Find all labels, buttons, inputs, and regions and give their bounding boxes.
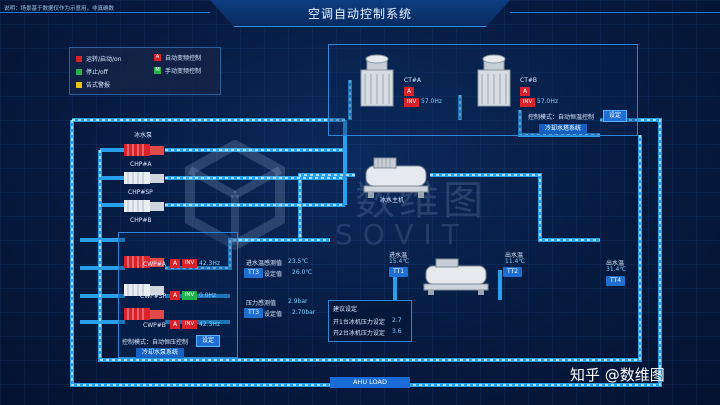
cwp-a-mode-tag[interactable]: A [170, 259, 180, 268]
ahu-load-button[interactable]: AHU LOAD [330, 377, 410, 388]
ct-a-label: CT#A [404, 77, 421, 84]
cwp-a-label: CWP#A [143, 261, 166, 268]
supply-temp-label: 进水温感测值 [246, 260, 283, 267]
pipe-chp-feeds [100, 148, 125, 207]
ct-a-frequency: 57.0Hz [421, 98, 443, 105]
cooling-tower-b-icon[interactable] [472, 52, 516, 108]
page-title: 空调自动控制系统 [307, 7, 412, 21]
legend-item-auto: A 自动变频控制 [154, 53, 201, 62]
outlet2-temp-label: 出水温 [606, 260, 625, 267]
legend-item-run: 运转/启动/on [76, 54, 122, 63]
header-note: 说明：场景基于数据仅作为示意用，非真确数 [4, 6, 115, 12]
cwp-b-mode-tag[interactable]: A [170, 320, 180, 329]
chp-title: 冰水泵 [134, 132, 153, 139]
ct-a-mode-tag[interactable]: A [404, 87, 414, 96]
legend-item-stop: 停止/off [76, 67, 108, 76]
legend-panel: 运转/启动/on 停止/off 告式警报 A 自动变频控制 M 手动变频控制 [69, 47, 221, 95]
pressure-row2-label: 开2台冰机压力设定 [333, 330, 385, 337]
cwp-settings-button[interactable]: 设定 [196, 335, 221, 347]
ct-b-mode-tag[interactable]: A [520, 87, 530, 96]
supply-temp-set-label: 设定值 [264, 271, 283, 278]
legend-swatch-green [76, 68, 82, 75]
chp-a-pump-icon[interactable] [124, 142, 168, 158]
chiller-secondary-icon[interactable] [420, 258, 494, 296]
legend-swatch-yellow [76, 81, 82, 88]
zhihu-watermark: 知乎 @数维图 [570, 366, 665, 384]
watermark-logo [185, 139, 285, 251]
pressure-value: 2.9bar [288, 298, 308, 305]
pressure-settings-title: 建议设定 [333, 306, 358, 313]
ct-b-inv-tag[interactable]: INV [520, 98, 535, 107]
chiller-main-icon[interactable] [360, 156, 434, 200]
ct-system-title: 冷却水塔系统 [539, 124, 588, 134]
ct-a-inv-tag[interactable]: INV [404, 98, 419, 107]
pt-badge[interactable]: TT3 [244, 308, 264, 318]
cwp-a-pump-icon[interactable] [124, 254, 168, 270]
cwp-sp-pump-icon[interactable] [124, 282, 168, 298]
pressure-set-label: 设定值 [264, 311, 283, 318]
legend-label: 运转/启动/on [86, 56, 122, 63]
pipe-cwp-feeds [80, 238, 125, 324]
header-line-left [0, 12, 210, 13]
chp-b-label: CHP#B [130, 217, 152, 224]
chp-b-pump-icon[interactable] [124, 198, 168, 214]
outlet2-temp-value: 31.4℃ [606, 266, 627, 273]
tt2-badge[interactable]: TT2 [503, 267, 523, 277]
legend-item-alarm: 告式警报 [76, 80, 110, 89]
pressure-label: 压力感测值 [246, 300, 277, 307]
ct-control-mode: 控制模式：自动恒温控制 [528, 114, 595, 121]
legend-label: 告式警报 [86, 82, 111, 89]
cwp-sp-mode-tag[interactable]: A [170, 291, 180, 300]
pressure-row2-value: 3.6 [392, 328, 402, 335]
header-line-right [510, 12, 720, 13]
ct-b-frequency: 57.0Hz [537, 98, 559, 105]
chiller-label: 冰水主机 [380, 197, 405, 204]
inlet-temp-label: 进水温 [389, 252, 408, 259]
cwp-system-title: 冷却水泵系统 [136, 348, 185, 358]
chp-sp-pump-icon[interactable] [124, 170, 168, 186]
cwp-b-pump-icon[interactable] [124, 306, 168, 322]
cwp-a-inv-tag[interactable]: INV [182, 259, 197, 268]
pressure-row1-label: 开1台冰机压力设定 [333, 319, 385, 326]
cwp-sp-inv-tag[interactable]: INV [182, 291, 197, 300]
chp-a-label: CHP#A [130, 161, 152, 168]
cwp-b-frequency: 42.3Hz [199, 321, 221, 328]
cwp-sp-frequency: 0.0Hz [199, 292, 217, 299]
pressure-settings-panel [328, 300, 412, 342]
tt1-badge[interactable]: TT1 [389, 267, 409, 277]
supply-temp-value: 23.5℃ [288, 258, 309, 265]
cwp-sp-label: CWP#SP [140, 293, 167, 300]
legend-item-manual: M 手动变频控制 [154, 66, 201, 75]
inlet-temp-value: 15.4℃ [389, 258, 410, 265]
ct-settings-button[interactable]: 设定 [603, 110, 628, 122]
legend-label: 停止/off [86, 69, 108, 76]
cooling-tower-a-icon[interactable] [355, 52, 399, 108]
title-bar [210, 0, 510, 27]
cwp-control-mode: 控制模式：自动恒压控制 [122, 339, 189, 346]
outlet-temp-value: 11.4℃ [505, 258, 526, 265]
cwp-a-frequency: 42.3Hz [199, 260, 221, 267]
cwp-b-inv-tag[interactable]: INV [182, 320, 197, 329]
legend-label: 手动变频控制 [165, 68, 202, 75]
watermark-sub: SOVIT [335, 218, 469, 251]
tt3-badge[interactable]: TT3 [244, 268, 264, 278]
ct-b-label: CT#B [520, 77, 537, 84]
legend-swatch-red [76, 55, 82, 62]
pressure-row1-value: 2.7 [392, 317, 402, 324]
chp-sp-label: CHP#SP [128, 189, 153, 196]
cwp-b-label: CWP#B [143, 322, 166, 329]
tt4-badge[interactable]: TT4 [606, 276, 626, 286]
outlet-temp-label: 出水温 [505, 252, 524, 259]
auto-tag-icon: A [154, 54, 161, 61]
supply-temp-set-value: 26.0℃ [292, 269, 313, 276]
manual-tag-icon: M [154, 67, 161, 74]
legend-label: 自动变频控制 [165, 55, 202, 62]
pressure-set-value: 2.70bar [292, 309, 316, 316]
header: 空调自动控制系统 说明：场景基于数据仅作为示意用，非真确数 [0, 0, 720, 30]
